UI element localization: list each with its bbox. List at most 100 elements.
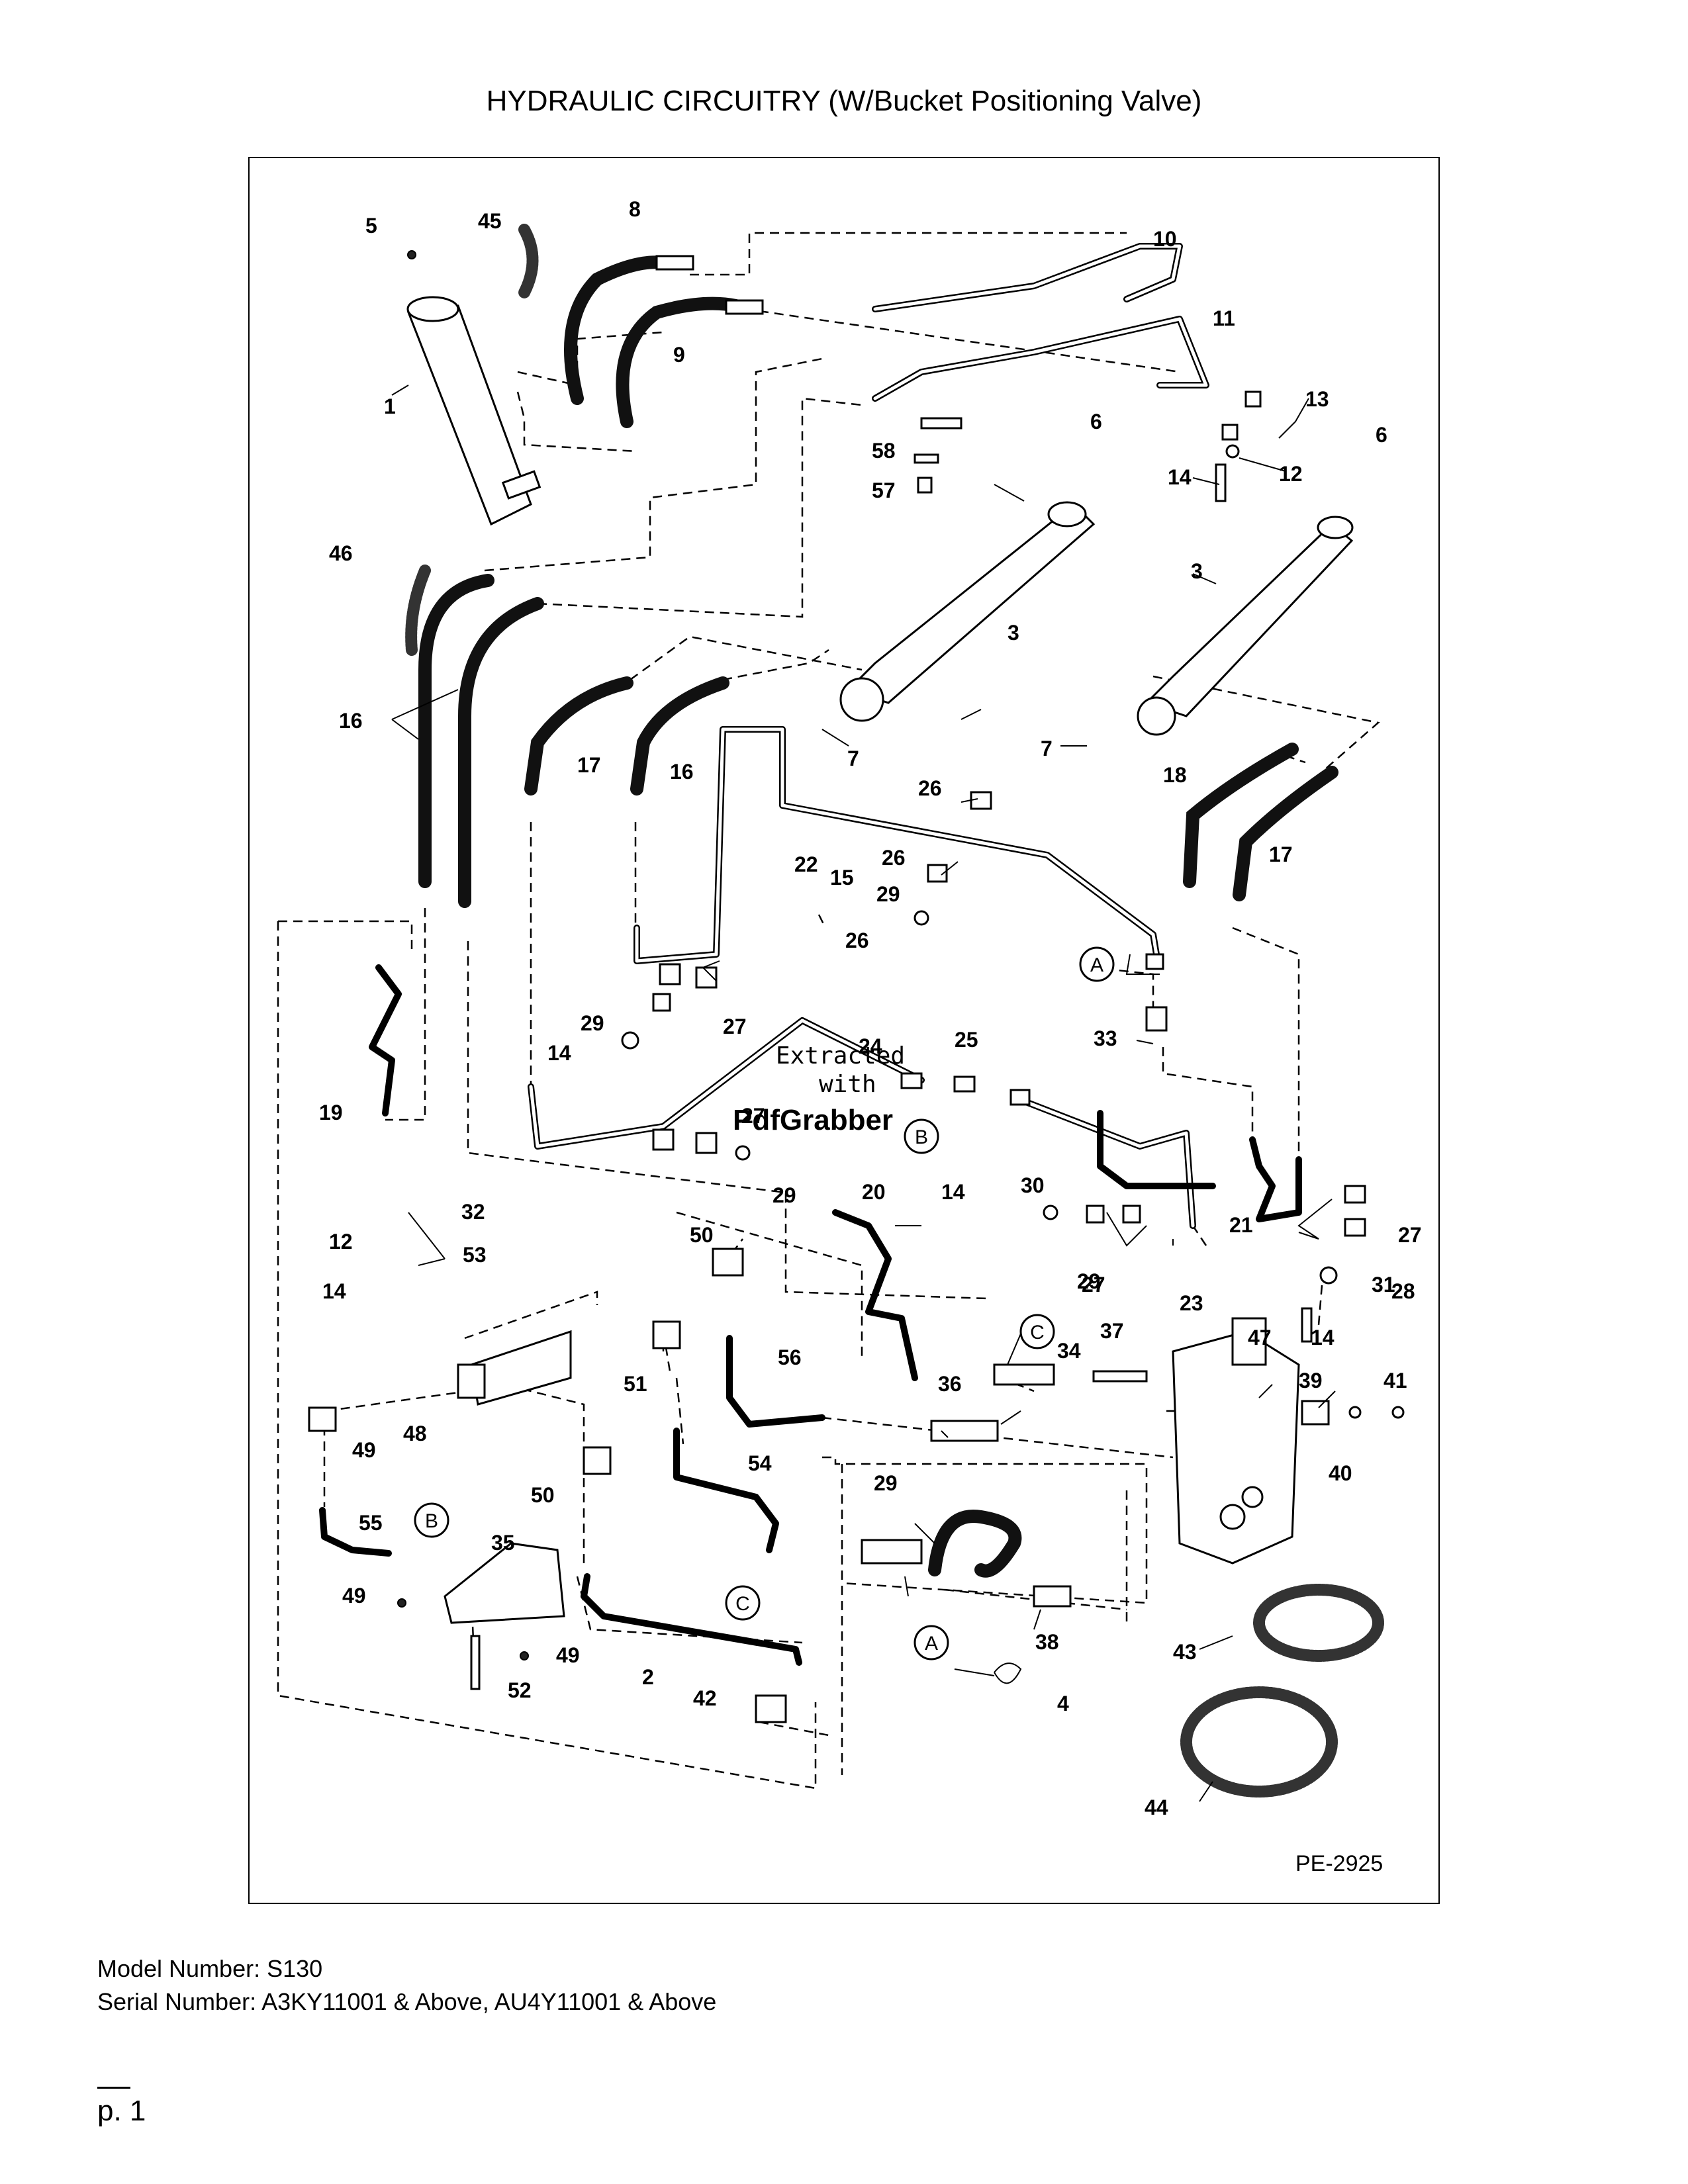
pdfgrabber-watermark: Extracted with PdfGrabber [733, 1042, 905, 1136]
svg-text:15: 15 [830, 866, 854, 889]
svg-text:43: 43 [1173, 1640, 1197, 1664]
svg-text:4: 4 [1057, 1692, 1069, 1715]
svg-text:12: 12 [329, 1230, 353, 1253]
svg-text:19: 19 [319, 1101, 343, 1124]
svg-text:45: 45 [478, 209, 502, 233]
svg-text:9: 9 [673, 343, 685, 367]
svg-text:32: 32 [461, 1200, 485, 1224]
svg-text:B: B [915, 1126, 928, 1148]
svg-text:14: 14 [1311, 1326, 1335, 1349]
svg-text:51: 51 [624, 1372, 647, 1396]
svg-text:14: 14 [941, 1180, 965, 1204]
svg-text:56: 56 [778, 1345, 802, 1369]
svg-text:14: 14 [322, 1279, 346, 1303]
svg-text:3: 3 [1008, 621, 1019, 645]
svg-text:27: 27 [1398, 1223, 1422, 1247]
svg-text:49: 49 [352, 1438, 376, 1462]
svg-text:8: 8 [629, 197, 641, 221]
svg-text:7: 7 [847, 747, 859, 770]
svg-text:48: 48 [403, 1422, 427, 1445]
svg-text:57: 57 [872, 478, 896, 502]
hydraulic-diagram: .dash { fill: none; stroke: #000; stroke… [248, 157, 1440, 1904]
svg-text:29: 29 [876, 882, 900, 906]
svg-text:55: 55 [359, 1511, 383, 1535]
cylinder-part-3-left [839, 501, 1096, 722]
svg-text:C: C [1030, 1322, 1045, 1343]
page-rule [97, 2087, 130, 2089]
svg-text:40: 40 [1329, 1461, 1352, 1485]
svg-text:44: 44 [1145, 1796, 1168, 1819]
svg-text:27: 27 [741, 1104, 765, 1128]
cylinder-part-1 [406, 250, 541, 526]
svg-text:14: 14 [1168, 465, 1192, 489]
svg-text:20: 20 [862, 1180, 886, 1204]
svg-text:26: 26 [882, 846, 906, 870]
circle-labels: A A B B C C [414, 946, 1115, 1661]
model-number: Model Number: S130 [97, 1955, 323, 1982]
svg-text:42: 42 [693, 1686, 717, 1710]
svg-text:Extracted: Extracted [776, 1042, 905, 1069]
svg-text:27: 27 [723, 1015, 747, 1038]
page-number: p. 1 [97, 2095, 146, 2127]
svg-text:2: 2 [642, 1665, 654, 1689]
callouts: 1 2 3 3 4 5 6 6 7 7 8 9 10 11 12 12 13 1… [319, 197, 1422, 1819]
svg-text:27: 27 [1082, 1273, 1105, 1297]
valve-part-46 [457, 1330, 572, 1406]
svg-text:12: 12 [1279, 462, 1303, 486]
svg-text:46: 46 [329, 541, 353, 565]
svg-text:B: B [425, 1510, 438, 1532]
svg-text:29: 29 [581, 1011, 604, 1035]
svg-text:29: 29 [1077, 1269, 1101, 1293]
svg-text:3: 3 [1191, 559, 1203, 583]
svg-text:A: A [1090, 954, 1103, 976]
figure-reference: PE-2925 [1295, 1851, 1383, 1876]
svg-text:6: 6 [1090, 410, 1102, 433]
svg-text:16: 16 [339, 709, 363, 733]
svg-text:14: 14 [547, 1041, 571, 1065]
svg-text:7: 7 [1041, 737, 1053, 760]
svg-text:33: 33 [1094, 1026, 1117, 1050]
svg-text:C: C [735, 1593, 750, 1615]
svg-text:37: 37 [1100, 1319, 1124, 1343]
svg-text:58: 58 [872, 439, 896, 463]
svg-text:54: 54 [748, 1451, 772, 1475]
svg-text:25: 25 [955, 1028, 978, 1052]
svg-text:5: 5 [365, 214, 377, 238]
svg-text:6: 6 [1376, 423, 1387, 447]
svg-text:24: 24 [859, 1034, 882, 1058]
svg-text:13: 13 [1305, 387, 1329, 411]
svg-text:30: 30 [1021, 1173, 1045, 1197]
svg-text:36: 36 [938, 1372, 962, 1396]
svg-text:1: 1 [384, 394, 396, 418]
fitting-group [621, 390, 1366, 1343]
svg-text:17: 17 [1269, 842, 1293, 866]
valve-part-45 [1172, 1317, 1300, 1565]
svg-text:A: A [925, 1633, 938, 1655]
svg-text:10: 10 [1153, 227, 1177, 251]
svg-text:29: 29 [773, 1183, 796, 1207]
svg-text:53: 53 [463, 1243, 487, 1267]
svg-text:with: with [819, 1071, 876, 1098]
svg-text:29: 29 [874, 1471, 898, 1495]
svg-text:31: 31 [1372, 1273, 1395, 1297]
svg-text:PdfGrabber: PdfGrabber [733, 1104, 893, 1136]
svg-text:50: 50 [531, 1483, 555, 1507]
svg-text:18: 18 [1163, 763, 1187, 787]
svg-text:50: 50 [690, 1223, 714, 1247]
leader-lines [391, 385, 1336, 1802]
svg-text:26: 26 [845, 929, 869, 952]
svg-text:16: 16 [670, 760, 694, 784]
svg-text:28: 28 [1391, 1279, 1415, 1303]
svg-text:49: 49 [556, 1643, 580, 1667]
svg-text:52: 52 [508, 1678, 532, 1702]
svg-text:11: 11 [1213, 306, 1235, 330]
svg-text:22: 22 [794, 852, 818, 876]
svg-text:26: 26 [918, 776, 942, 800]
svg-text:35: 35 [491, 1531, 515, 1555]
svg-text:49: 49 [342, 1584, 366, 1608]
cylinder-part-3-right [1137, 516, 1354, 736]
svg-text:47: 47 [1248, 1326, 1272, 1349]
svg-text:23: 23 [1180, 1291, 1203, 1315]
svg-text:39: 39 [1299, 1369, 1323, 1392]
svg-text:17: 17 [577, 753, 601, 777]
